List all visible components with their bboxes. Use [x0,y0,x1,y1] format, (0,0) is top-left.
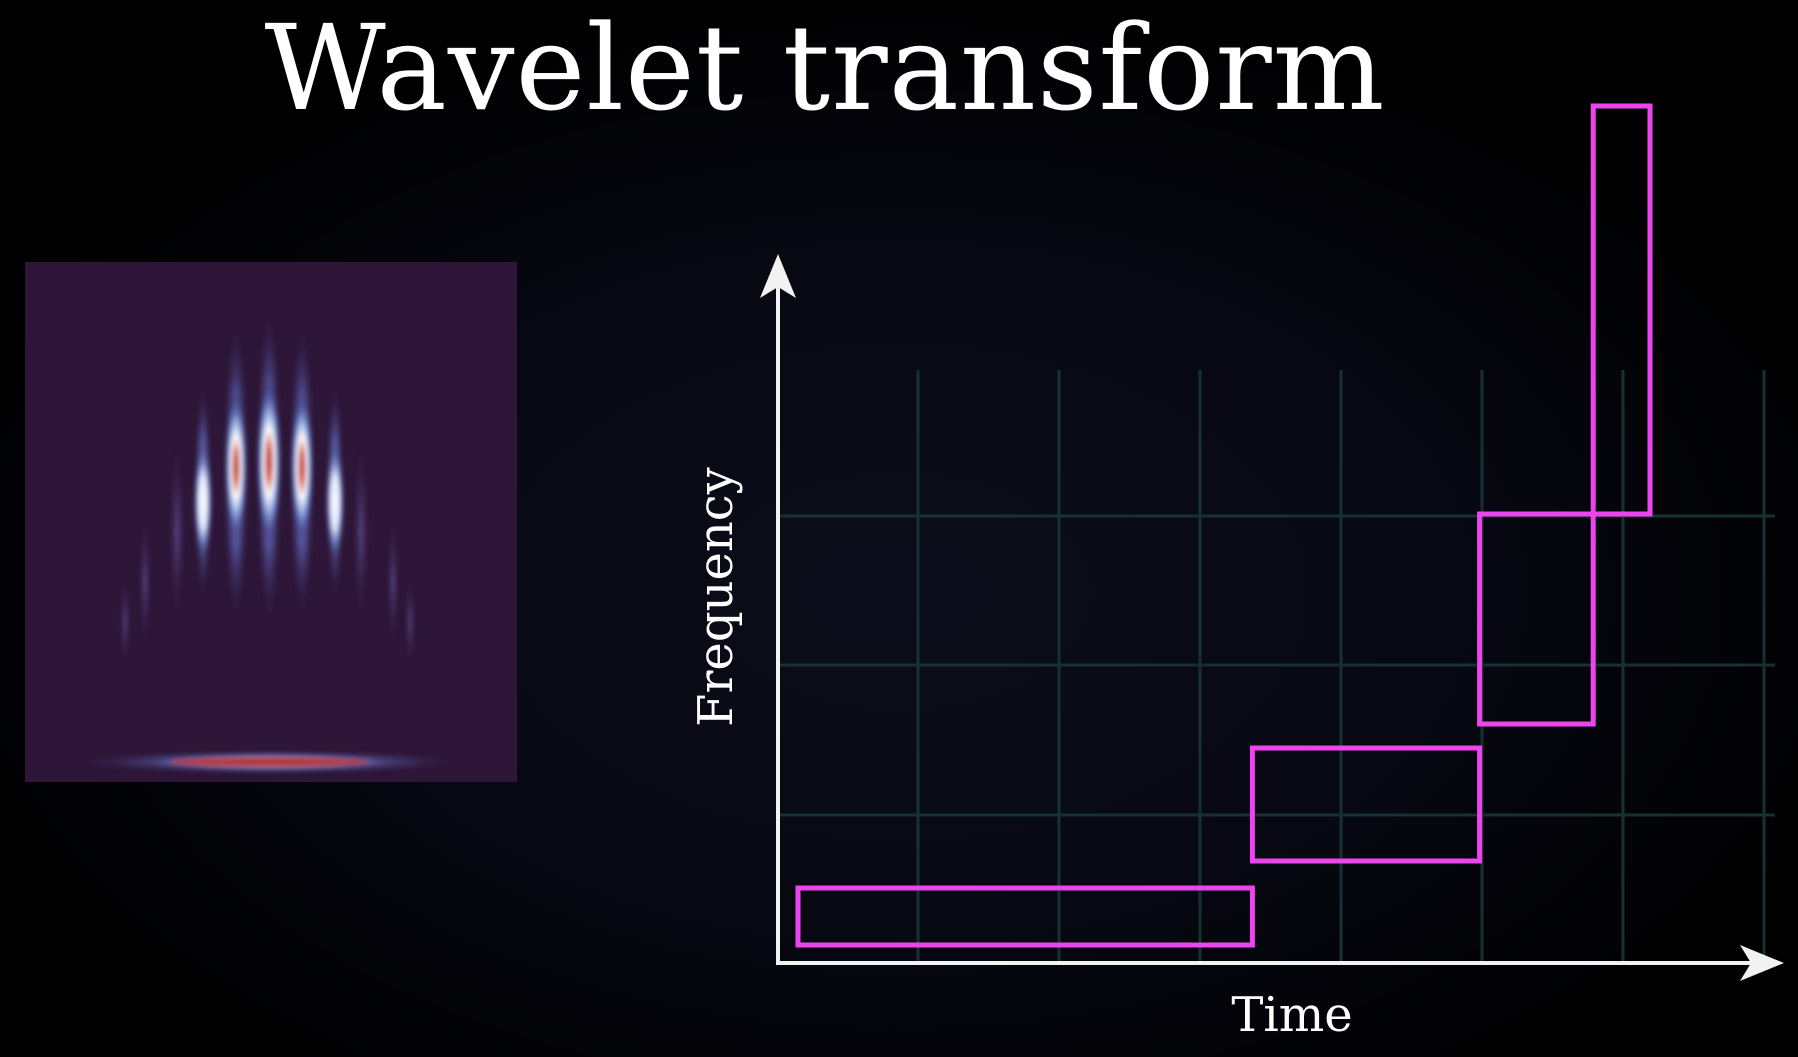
x-axis-arrowhead [1740,945,1784,981]
tiling [795,103,1653,948]
grid [778,370,1775,963]
page-title: Wavelet transform [264,0,1386,137]
tile-high-frequency [1590,103,1653,517]
tile-mid-high-frequency [1477,511,1596,727]
y-axis-arrowhead [760,254,796,298]
tile-mid-low-frequency [1249,745,1483,864]
x-axis-label: Time [1231,987,1352,1043]
tile-low-frequency [795,885,1255,948]
wavelet-scalogram-image [25,262,517,782]
y-axis-label: Frequency [688,467,744,727]
